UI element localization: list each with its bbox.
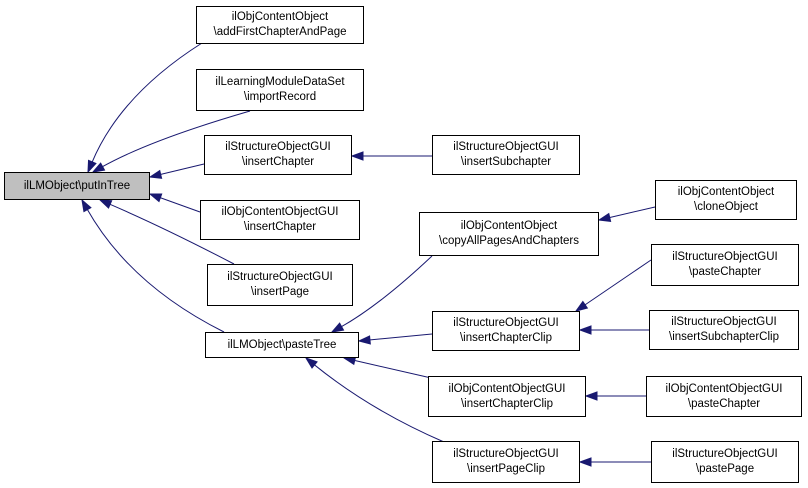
node-putInTree[interactable]: ilLMObject\putInTree <box>4 172 150 200</box>
node-cogPasteChapter[interactable]: ilObjContentObjectGUI \pasteChapter <box>646 376 802 417</box>
node-label-line: \insertChapterClip <box>460 397 554 410</box>
node-cogInsertChapter[interactable]: ilObjContentObjectGUI \insertChapter <box>200 200 360 240</box>
node-label-line: \insertChapter <box>243 221 317 233</box>
node-label-line: ilObjContentObject <box>677 186 775 198</box>
node-label-line: \insertChapterClip <box>459 332 553 344</box>
node-sogInsertChapterClip[interactable]: ilStructureObjectGUI \insertChapterClip <box>432 311 580 351</box>
node-label-line: ilStructureObjectGUI <box>672 448 778 460</box>
edge-arrowhead <box>597 212 612 222</box>
edge-arrowhead <box>584 391 598 401</box>
edge-arrowhead <box>574 300 589 312</box>
node-pasteTree[interactable]: ilLMObject\pasteTree <box>205 332 359 358</box>
node-label-line: ilObjContentObject <box>460 220 558 232</box>
edge-sogInsertChapterClip-to-pasteTree <box>368 333 433 341</box>
node-label-line: ilObjContentObjectGUI <box>448 382 566 395</box>
node-label-line: ilStructureObjectGUI <box>453 141 559 153</box>
node-label-line: ilLMObject\pasteTree <box>227 338 337 351</box>
edge-cogInsertChapter-to-putInTree <box>159 196 201 213</box>
node-label-line: \pasteChapter <box>688 266 762 278</box>
node-copyAll[interactable]: ilObjContentObject \copyAllPagesAndChapte… <box>419 212 599 256</box>
edge-arrowhead <box>578 457 592 467</box>
node-importRecord[interactable]: ilLearningModuleDataSet \importRecord <box>196 69 364 111</box>
node-label-line: \cloneObject <box>694 201 758 213</box>
edge-addFirst-to-putInTree <box>91 42 203 163</box>
node-label-line: \pasteChapter <box>687 397 761 410</box>
node-sogInsertSubchapterClip[interactable]: ilStructureObjectGUI \insertSubchapterCli… <box>649 310 799 350</box>
edge-arrowhead <box>578 325 592 335</box>
node-sogPasteChapter[interactable]: ilStructureObjectGUI \pasteChapter <box>651 244 799 286</box>
edge-arrowhead <box>98 199 113 209</box>
edge-sogPasteChapter-to-sogInsertChapterClip <box>583 259 652 306</box>
node-sogPastePage[interactable]: ilStructureObjectGUI \pastePage <box>651 441 799 483</box>
node-label-line: ilObjContentObject <box>231 11 329 23</box>
edge-arrowhead <box>357 335 371 345</box>
edge-sogInsertPage-to-putInTree <box>108 203 235 265</box>
node-label-line: ilStructureObjectGUI <box>671 316 777 328</box>
node-label-line: \copyAllPagesAndChapters <box>439 235 579 247</box>
edge-cloneObject-to-copyAll <box>608 206 656 219</box>
edge-copyAll-to-pasteTree <box>340 255 433 328</box>
node-label-line: \addFirstChapterAndPage <box>213 26 347 38</box>
edge-arrowhead <box>148 193 163 203</box>
node-label-line: \insertSubchapterClip <box>669 331 779 343</box>
edge-sogInsertPageClip-to-pasteTree <box>313 363 445 443</box>
node-label-line: ilLearningModuleDataSet <box>215 76 345 88</box>
node-label-line: \insertChapter <box>241 156 315 168</box>
node-sogInsertChapter[interactable]: ilStructureObjectGUI \insertChapter <box>204 135 352 175</box>
node-label-line: \pastePage <box>695 463 755 475</box>
node-label-line: \importRecord <box>243 91 317 103</box>
node-label-line: ilStructureObjectGUI <box>453 317 559 329</box>
node-cloneObject[interactable]: ilObjContentObject \cloneObject <box>655 180 797 220</box>
edge-cogInsertChapterClip-to-pasteTree <box>353 359 441 381</box>
edge-arrowhead <box>81 198 92 213</box>
node-label-line: ilLMObject\putInTree <box>23 179 131 192</box>
edge-arrowhead <box>304 357 318 369</box>
node-label-line: ilStructureObjectGUI <box>453 448 559 460</box>
node-label-line: \insertSubchapter <box>460 156 552 168</box>
node-label-line: \insertPage <box>250 286 310 298</box>
edge-sogInsertChapter-to-putInTree <box>159 163 205 176</box>
node-cogInsertChapterClip[interactable]: ilObjContentObjectGUI \insertChapterClip <box>428 376 586 417</box>
node-addFirst[interactable]: ilObjContentObject \addFirstChapterAndPag… <box>196 6 364 44</box>
node-label-line: \insertPageClip <box>467 463 545 475</box>
node-sogInsertSubchapter[interactable]: ilStructureObjectGUI \insertSubchapter <box>432 135 580 175</box>
node-sogInsertPageClip[interactable]: ilStructureObjectGUI \insertPageClip <box>432 441 580 483</box>
edge-arrowhead <box>91 162 106 173</box>
node-label-line: ilStructureObjectGUI <box>672 251 778 263</box>
node-label-line: ilObjContentObjectGUI <box>221 206 339 218</box>
node-label-line: ilObjContentObjectGUI <box>665 382 783 395</box>
node-label-line: ilStructureObjectGUI <box>227 271 333 283</box>
edge-arrowhead <box>148 169 163 179</box>
edge-arrowhead <box>87 159 97 174</box>
edge-arrowhead <box>350 151 364 161</box>
edge-importRecord-to-putInTree <box>101 110 251 168</box>
edge-pasteTree-to-putInTree <box>86 208 225 333</box>
node-sogInsertPage[interactable]: ilStructureObjectGUI \insertPage <box>207 264 353 306</box>
edge-arrowhead <box>330 322 345 333</box>
node-label-line: ilStructureObjectGUI <box>225 141 331 153</box>
